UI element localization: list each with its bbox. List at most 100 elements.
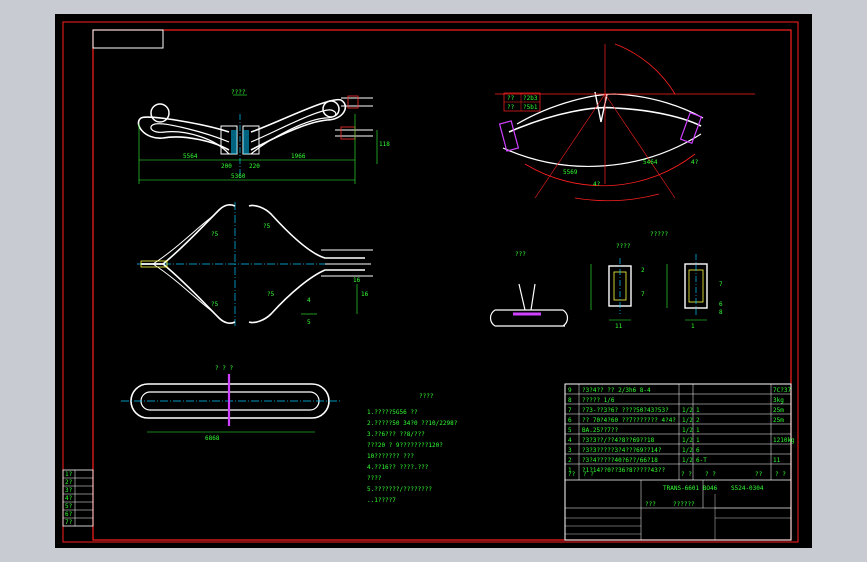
note-line-7: ???? [367, 475, 382, 482]
bom-no-5: 5 [568, 427, 572, 434]
fan-table-r2c2: ?5b1 [523, 104, 538, 111]
drawing-number: S524-0304 [731, 485, 764, 492]
note-line-4: ???20 ? 9????????120? [367, 442, 443, 449]
top-view: ???? 5564 200 1966 5360 220 118 [137, 89, 390, 184]
bom-header-1: ?? [568, 471, 576, 478]
bom-no-4: 6 [568, 417, 572, 424]
bom-mat-4: 2 [696, 417, 700, 424]
bom-no-2: 8 [568, 397, 572, 404]
bom-mat-5: 1 [696, 427, 700, 434]
bom-right-1: 7C?37 [773, 387, 791, 394]
note-line-1: 1.?????5G56 ?? [367, 409, 418, 416]
fan-label-1: 5569 [563, 169, 578, 176]
section-title-2: ???? [616, 243, 631, 250]
rev-5: 5? [65, 503, 73, 510]
bom-mat-7: 6 [696, 447, 700, 454]
rev-7: 7? [65, 519, 73, 526]
plan-dim-5: 16 [353, 277, 361, 284]
plan-dim-2: ?5 [263, 223, 271, 230]
plan-dim-3: ?5 [211, 301, 219, 308]
small-cell-1: ??? [645, 501, 656, 508]
section-dim-1: 7 [719, 281, 723, 288]
plan-dim-label-a: 4 [307, 297, 311, 304]
bom-header-6: ? ? [775, 471, 786, 478]
revision-block: 1? 2? 3? 4? 5? 6? 7? [62, 469, 94, 527]
fan-view: ?? ?2b3 ?? ?5b1 5569 5464 4? 4? [495, 43, 755, 202]
fan-label-3: 4? [593, 181, 601, 188]
cad-viewport[interactable]: 1? 2? 3? 4? 5? 6? 7? ???? 5564 200 [55, 14, 812, 548]
bom-desc-5: BA.25??7?? [582, 427, 619, 434]
bom-no-1: 9 [568, 387, 572, 394]
top-dim-6: 118 [379, 141, 390, 148]
note-line-2: 2.?????50 34?0 ??10/2298? [367, 420, 458, 427]
bom-qty-5: 1/2 [682, 427, 693, 434]
bom-mat-6: 1 [696, 437, 700, 444]
technical-notes: ???? 1.?????5G56 ?? 2.?????50 34?0 ??10/… [367, 393, 458, 504]
section-dim-2: 8 [719, 309, 723, 316]
corner-box [92, 29, 164, 49]
top-dim-2: 200 [221, 163, 232, 170]
bom-header-3: ? ? [681, 471, 692, 478]
bom-header-2: ? ? [583, 471, 594, 478]
bom-qty-4: 1/2 [682, 417, 693, 424]
section-dim-6: 11 [615, 323, 623, 330]
section-title-1: ??? [515, 251, 526, 258]
top-dim-5: 220 [249, 163, 260, 170]
section-dim-7: 1 [691, 323, 695, 330]
section-views: ??? ???? ????? 7 8 2 6 7 11 1 [489, 231, 723, 330]
bom-no-8: 2 [568, 457, 572, 464]
bom-desc-7: ?3?3?????3?4???69??14? [582, 447, 662, 454]
rev-1: 1? [65, 471, 73, 478]
bom-no-7: 3 [568, 447, 572, 454]
cad-drawing: 1? 2? 3? 4? 5? 6? 7? ???? 5564 200 [62, 21, 799, 543]
plan-dim-6: 16 [361, 291, 369, 298]
bom-desc-9: ?1?14??0??36?8?????43?? [582, 467, 665, 474]
bottom-view-label: ? ? ? [215, 365, 233, 372]
note-line-9: ..1????7 [367, 497, 396, 504]
bom-qty-8: 1/2 [682, 457, 693, 464]
note-line-8: 5.???????/???????? [367, 486, 432, 493]
bom-right-3: 25m [773, 407, 784, 414]
top-dim-1: 5564 [183, 153, 198, 160]
bom-right-2: 3kg [773, 397, 784, 404]
note-line-3: 3.??6??? ??8/??? [367, 431, 425, 438]
plan-dim-label-b: 5 [307, 319, 311, 326]
bom-qty-3: 1/2 [682, 407, 693, 414]
rev-4: 4? [65, 495, 73, 502]
bom-mat-3: 1 [696, 407, 700, 414]
bom-desc-8: ?3?4?????40?6??/66?18 [582, 457, 658, 464]
title-name: TRANS-6601 BO46 [663, 485, 718, 492]
bom-qty-6: 1/2 [682, 437, 693, 444]
bottom-view: ? ? ? 6868 [121, 365, 341, 442]
bom-no-6: 4 [568, 437, 572, 444]
top-view-title: ???? [231, 89, 246, 96]
fan-table-r1c1: ?? [507, 95, 515, 102]
fan-table-r2c1: ?? [507, 104, 515, 111]
note-line-6: 4.??16?? ????.??? [367, 464, 429, 471]
small-cell-2: ?????? [673, 501, 695, 508]
bom-desc-1: ?3?4?? ?? 2/3h6 8-4 [582, 387, 651, 394]
bom-mat-8: 6-T [696, 457, 707, 464]
bom-desc-4: ?? 70?4?60 ??7??????? 4?4? [582, 417, 676, 424]
bottom-dim: 6868 [205, 435, 220, 442]
bom-qty-7: 1/2 [682, 447, 693, 454]
note-line-5: 10??????? ??? [367, 453, 414, 460]
bom-right-4: 25m [773, 417, 784, 424]
inner-frame [92, 29, 792, 541]
bom-desc-6: ?3?3??/??4?8??69??18 [582, 437, 655, 444]
rev-6: 6? [65, 511, 73, 518]
bom-no-3: 7 [568, 407, 572, 414]
bom-right-6: 1210kg [773, 437, 795, 444]
bom-header-5: ?? [755, 471, 763, 478]
bom-table: 9 ?3?4?? ?? 2/3h6 8-4 8 ????? 1/6 7 ?73-??3?6… [568, 387, 795, 474]
plan-dim-4: ?5 [267, 291, 275, 298]
bom-desc-2: ????? 1/6 [582, 397, 615, 404]
fan-table-r1c2: ?2b3 [523, 95, 538, 102]
fan-label-2: 5464 [643, 159, 658, 166]
top-dim-3: 1966 [291, 153, 306, 160]
section-dim-3: 2 [641, 267, 645, 274]
section-dim-4: 6 [719, 301, 723, 308]
bom-desc-3: ?73-??3?6? ????50?43?53? [582, 407, 669, 414]
rev-3: 3? [65, 487, 73, 494]
section-dim-5: 7 [641, 291, 645, 298]
